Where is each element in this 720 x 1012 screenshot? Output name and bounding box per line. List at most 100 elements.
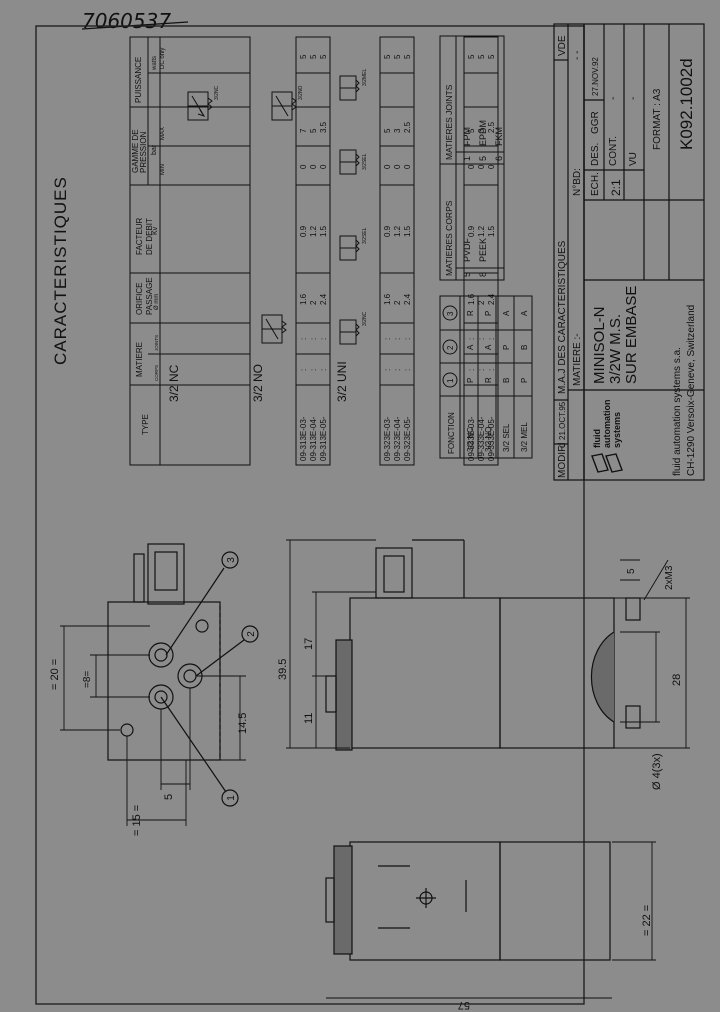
tb-modif-rev: d	[557, 442, 568, 448]
section-title: CARACTERISTIQUES	[51, 176, 70, 365]
cell-joints: :	[383, 338, 392, 340]
cell-max: 2.5	[487, 121, 496, 133]
cell-min: 0	[319, 164, 328, 169]
tb-des-label: DES.	[590, 143, 601, 166]
subheader-kv: Kv	[152, 226, 159, 235]
cell-kv: 1.5	[319, 225, 328, 237]
logo-line-3: systems	[612, 412, 622, 448]
dim-14-5: 14.5	[237, 713, 249, 734]
cell-joints: :	[487, 338, 496, 340]
cell-orifice: 2.4	[319, 293, 328, 305]
tb-nbd-label: N°BD:	[572, 168, 583, 196]
cell-corps: :	[487, 369, 496, 371]
fonction-row-port: A	[502, 310, 511, 316]
cell-type: 09-333E-05-	[487, 416, 496, 461]
company-line-1: fluid automation systems s.a.	[672, 347, 683, 476]
fonction-port-1: 1	[446, 378, 455, 383]
cell-dc: 5	[319, 54, 328, 59]
cell-corps: :	[299, 369, 308, 371]
spec-group-frame	[295, 36, 331, 466]
dim-20: = 20 =	[49, 659, 61, 690]
cell-corps: :	[309, 369, 318, 371]
cell-joints: :	[299, 338, 308, 340]
valve-symbol-uni-label-4: 3/2MEL	[362, 69, 368, 86]
fonction-row-port: R	[466, 310, 475, 316]
tb-des-by: GGR	[590, 111, 601, 134]
cell-orifice: 2	[309, 300, 318, 305]
tb-title-3: SUR EMBASE	[623, 286, 640, 384]
tb-modif-desc: M.A.J DES CARACTERISTIQUES	[557, 240, 568, 394]
tb-des-date: 27.NOV.92	[591, 57, 600, 96]
joint-name: FPM	[462, 127, 472, 146]
spec-group-0: 09-313E-03-::1.60.907509-313E-04-::21.20…	[295, 36, 331, 466]
tb-matiere: MATIERE :-	[572, 333, 583, 386]
cell-min: 0	[383, 164, 392, 169]
cell-dc: 5	[477, 54, 486, 59]
tb-title-2: 3/2W M.S.	[607, 314, 624, 384]
cell-joints: :	[319, 338, 328, 340]
cell-kv: 0.9	[383, 225, 392, 237]
tb-vu-label: VU	[628, 152, 639, 166]
group-label-uni: 3/2 UNI	[335, 361, 349, 402]
valve-symbol-uni-1	[339, 319, 360, 345]
dim-22: = 22 =	[641, 905, 653, 936]
fonction-row-name: 3/2 NC	[466, 427, 475, 452]
cell-min: 0	[309, 164, 318, 169]
doc-number: 7060537	[82, 9, 171, 33]
cell-max: 3.5	[319, 121, 328, 133]
cell-orifice: 1.6	[299, 293, 308, 305]
valve-top-view	[325, 841, 611, 961]
fonction-row-port: P	[466, 378, 475, 383]
valve-symbol-uni-label-3: 3/2SEL	[362, 153, 368, 170]
tb-modif-date: 21.OCT.95	[558, 401, 567, 440]
company-line-2: CH-1290 Versoix-Geneve, Switzerland	[686, 305, 697, 476]
dim-5: 5	[163, 794, 175, 800]
header-facteur-1: FACTEUR	[135, 217, 144, 255]
cell-min: 0	[403, 164, 412, 169]
base-bottom-view	[107, 543, 245, 793]
tb-cont-value: -	[608, 97, 619, 100]
joint-code: 6	[494, 156, 504, 161]
joint-code: 5	[478, 156, 488, 161]
cell-min: 0	[487, 164, 496, 169]
cell-joints: :	[477, 338, 486, 340]
cell-orifice: 2.4	[403, 293, 412, 305]
joint-name: FKM	[494, 127, 504, 146]
cell-dc: 5	[393, 54, 402, 59]
cell-orifice: 2	[393, 300, 402, 305]
tb-nbd-value: - -	[572, 51, 583, 60]
fonction-port-3: 3	[446, 311, 455, 316]
tb-ech-value: 2:1	[609, 179, 623, 196]
cell-max: 3	[393, 128, 402, 133]
tb-vu-value: -	[628, 97, 639, 100]
cell-kv: 1.5	[487, 225, 496, 237]
fonction-row-name: 3/2 NO	[484, 427, 493, 452]
base-dimension-lines	[60, 625, 246, 826]
cell-dc: 5	[383, 54, 392, 59]
header-facteur-2: DE DEBIT	[145, 218, 154, 255]
valve-symbol-no-label: 3/2NO	[298, 85, 304, 100]
logo-line-2: automation	[602, 400, 612, 449]
cell-dc: 5	[487, 54, 496, 59]
dim-m3: 2xM3	[664, 565, 675, 590]
cell-corps: :	[319, 369, 328, 371]
tb-cont-label: CONT.	[608, 136, 619, 166]
cell-type: 09-333E-04-	[477, 416, 486, 461]
valve-symbol-nc	[187, 91, 213, 121]
tb-title-1: MINISOL-N	[591, 306, 608, 384]
cell-kv: 1.2	[309, 225, 318, 237]
valve-symbol-uni-4	[339, 75, 360, 101]
cell-dc: 5	[403, 54, 412, 59]
cell-max: 5	[383, 128, 392, 133]
cell-orifice: 1.6	[383, 293, 392, 305]
cell-max: 5	[467, 128, 476, 133]
joint-code: 1	[462, 156, 472, 161]
fonction-row-port: P	[520, 378, 529, 383]
dim-11: 11	[303, 713, 315, 724]
valve-symbol-uni-label-1: 3/2NC	[362, 311, 368, 326]
cell-type: 09-313E-05-	[319, 416, 328, 461]
port-callout-1	[221, 789, 239, 807]
fonction-row-port: R	[484, 377, 493, 383]
cell-kv: 1.5	[403, 225, 412, 237]
